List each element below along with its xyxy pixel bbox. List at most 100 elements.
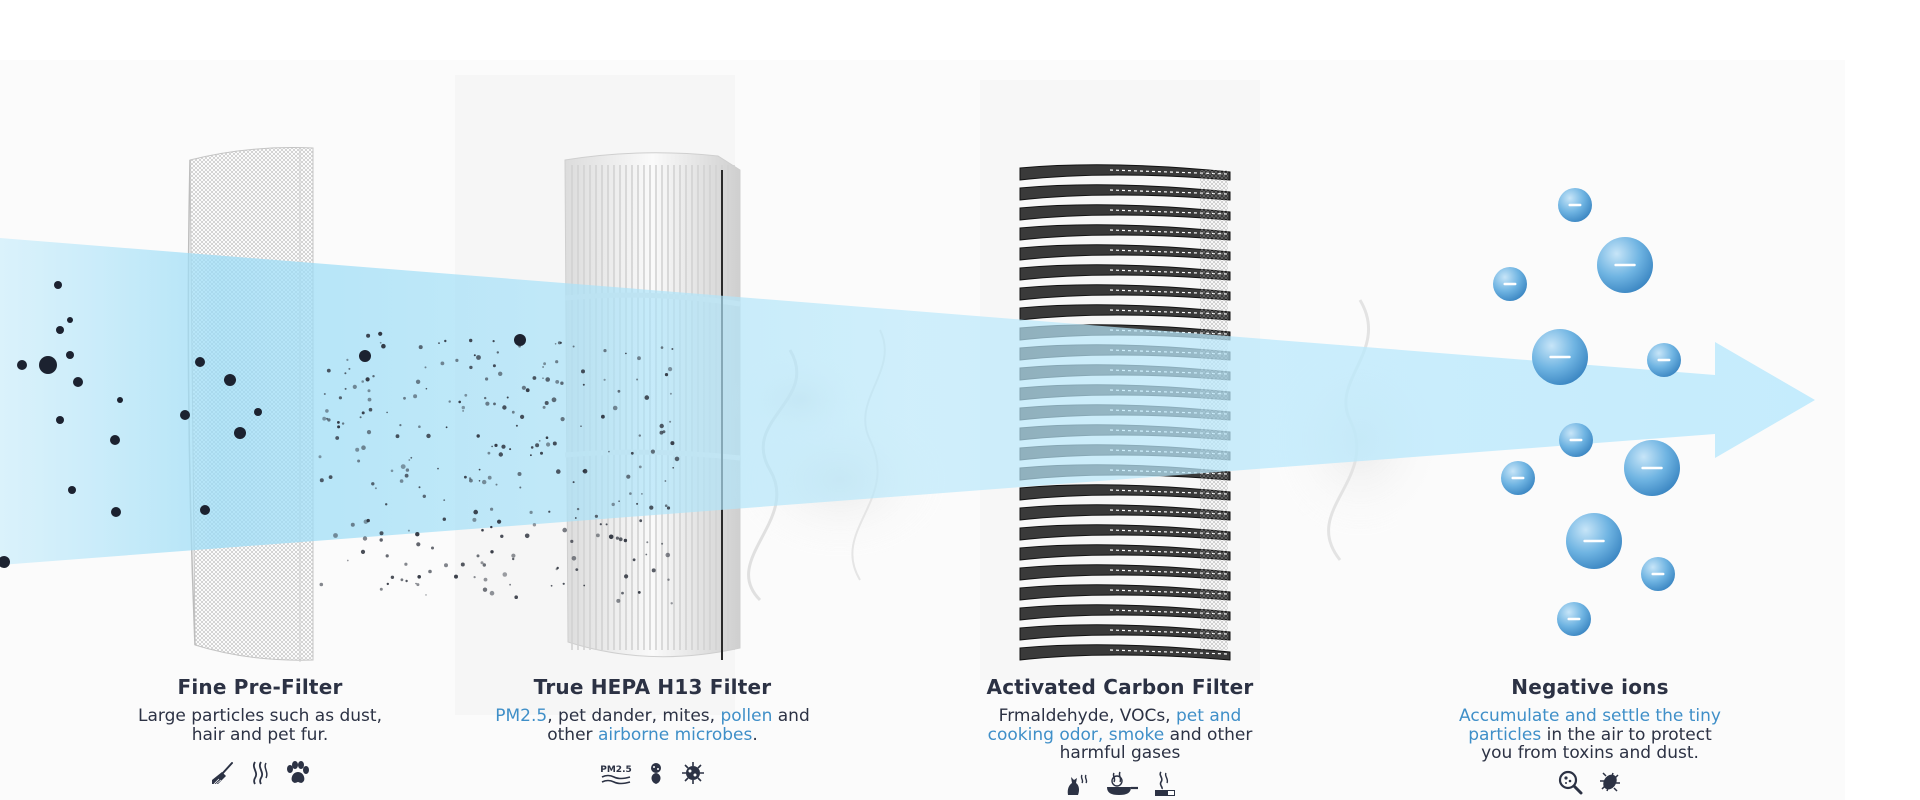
dust-particle: [664, 480, 667, 482]
dust-particle: [379, 341, 382, 344]
dust-particles: [0, 281, 680, 605]
stage-title: Negative ions: [1511, 675, 1669, 699]
dust-particle: [498, 452, 503, 457]
dust-particle: [638, 465, 642, 469]
dust-particle: [603, 378, 606, 381]
dust-particle: [639, 519, 643, 523]
dust-particle: [555, 380, 560, 384]
dust-particle: [458, 400, 462, 404]
pm25-label: PM2.5: [600, 765, 632, 775]
dust-particle: [630, 451, 634, 455]
dust-particle: [501, 444, 506, 449]
dust-particle: [552, 441, 557, 446]
dust-particle: [56, 416, 64, 424]
dust-particle: [571, 556, 577, 561]
dust-particle: [583, 584, 586, 587]
dust-particle: [350, 522, 355, 527]
dust-particle: [408, 459, 411, 461]
dust-particle: [492, 340, 495, 343]
dust-particle: [518, 344, 521, 348]
dust-particle: [581, 369, 585, 374]
dust-particle: [599, 523, 602, 526]
dust-particle: [68, 486, 76, 494]
dust-particle: [555, 568, 558, 571]
desc-text: harmful gases: [1059, 743, 1181, 763]
paw-icon: [284, 760, 310, 786]
dust-particle: [361, 411, 365, 415]
stage-icons: [1425, 769, 1755, 795]
dust-particle: [603, 349, 607, 353]
dust-particle: [532, 376, 537, 380]
dust-particle: [660, 346, 664, 349]
dust-particle: [400, 578, 404, 582]
dust-particle: [611, 502, 615, 507]
dust-particle: [39, 356, 57, 374]
dust-particle: [670, 602, 673, 605]
dust-particle: [361, 380, 365, 383]
desc-line: hair and pet fur.: [191, 724, 329, 745]
dust-particle: [422, 494, 426, 498]
dust-particle: [482, 479, 487, 485]
dust-particle: [341, 422, 345, 425]
pet-odor-icon: [1063, 769, 1091, 797]
dust-particle: [337, 421, 340, 424]
stage-pre-filter: Fine Pre-Filter Large particles such as …: [110, 675, 410, 786]
dust-particle: [525, 388, 530, 393]
dust-particle: [410, 456, 413, 459]
dust-particle: [659, 423, 664, 429]
dust-particle: [490, 507, 494, 511]
dust-particle: [361, 445, 366, 451]
dust-particle: [379, 538, 383, 542]
bacteria-icon: [1597, 769, 1623, 795]
dust-particle: [418, 345, 423, 350]
desc-highlight: pet and: [1176, 706, 1242, 726]
dust-particle: [415, 532, 420, 537]
dust-particle: [195, 357, 205, 367]
dust-particle: [425, 387, 428, 390]
dust-particle: [521, 385, 527, 390]
dust-particle: [366, 430, 372, 435]
pollen-icon: [646, 760, 666, 786]
dust-particle: [478, 480, 481, 482]
dust-particle: [532, 523, 537, 527]
dust-particle: [426, 433, 431, 439]
dust-particle: [416, 583, 420, 587]
desc-highlight: pollen: [720, 706, 773, 726]
dust-particle: [556, 469, 561, 474]
negative-ions: [1493, 188, 1681, 636]
dust-particle: [576, 507, 580, 511]
dust-particle: [672, 467, 674, 469]
dust-particle: [437, 467, 439, 470]
dust-particle: [545, 436, 549, 440]
dust-particle: [509, 448, 512, 451]
dust-particle: [671, 348, 674, 350]
dust-particle: [626, 474, 631, 479]
pm25-icon: PM2.5: [600, 760, 632, 786]
dust-particle: [636, 378, 639, 381]
desc-text: other: [547, 724, 598, 745]
dust-particle: [367, 389, 371, 393]
airflow-arrow: [0, 238, 1815, 565]
dust-particle: [555, 360, 559, 364]
dust-particle: [646, 541, 649, 544]
dust-particle: [500, 534, 504, 538]
dust-particle: [400, 464, 406, 469]
stage-negative-ions: Negative ions Accumulate and settle the …: [1425, 675, 1755, 795]
dust-particle: [666, 506, 671, 510]
cooking-icon: [1105, 769, 1139, 797]
dust-particle: [322, 416, 327, 421]
dust-particle: [490, 525, 493, 529]
dust-particle: [444, 563, 448, 568]
dust-particle: [0, 556, 10, 568]
stage-hepa-filter: True HEPA H13 Filter PM2.5, pet dander, …: [480, 675, 825, 786]
negative-ion: [1532, 329, 1588, 385]
dust-particle: [381, 343, 386, 349]
dust-particle: [346, 358, 349, 361]
dust-particle: [66, 351, 74, 359]
dust-particle: [405, 579, 408, 583]
dust-particle: [608, 450, 610, 453]
dust-particle: [546, 442, 551, 447]
dust-particle: [326, 368, 331, 373]
dust-particle: [520, 414, 525, 419]
dust-particle: [514, 334, 526, 346]
